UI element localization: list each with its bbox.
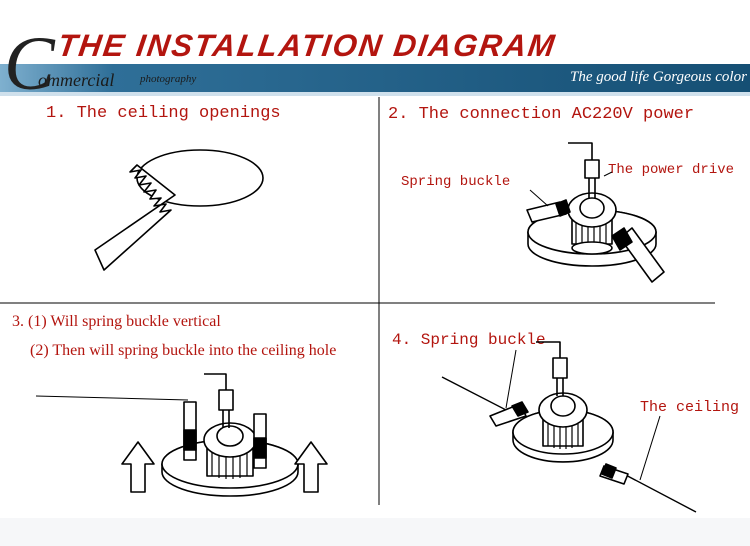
footer-band bbox=[0, 518, 750, 546]
step-4-title: 4. Spring buckle bbox=[392, 331, 546, 349]
tagline: The good life Gorgeous color bbox=[570, 69, 747, 85]
lamp-step-4 bbox=[441, 341, 697, 513]
power-drive-label: The power drive bbox=[608, 162, 735, 178]
step-3-title: 3. (1) Will spring buckle vertical bbox=[12, 313, 221, 330]
logo-letter: C bbox=[4, 22, 55, 106]
step-2-title: 2. The connection AC220V power bbox=[388, 105, 695, 124]
header-banner bbox=[0, 64, 750, 96]
lamp-step-3 bbox=[35, 373, 299, 497]
lamp-step-2 bbox=[526, 142, 665, 283]
up-arrow-left-icon bbox=[121, 441, 155, 493]
up-arrow-right-icon bbox=[294, 441, 328, 493]
spring-buckle-label: Spring buckle bbox=[401, 174, 511, 190]
logo-word: ommercial bbox=[38, 70, 115, 90]
saw-icon bbox=[94, 164, 176, 271]
logo-subtitle: photography bbox=[140, 73, 197, 85]
ceiling-label: The ceiling bbox=[640, 399, 740, 416]
step-1-title: 1. The ceiling openings bbox=[46, 104, 281, 123]
step-3-subtitle: (2) Then will spring buckle into the cei… bbox=[30, 342, 337, 359]
